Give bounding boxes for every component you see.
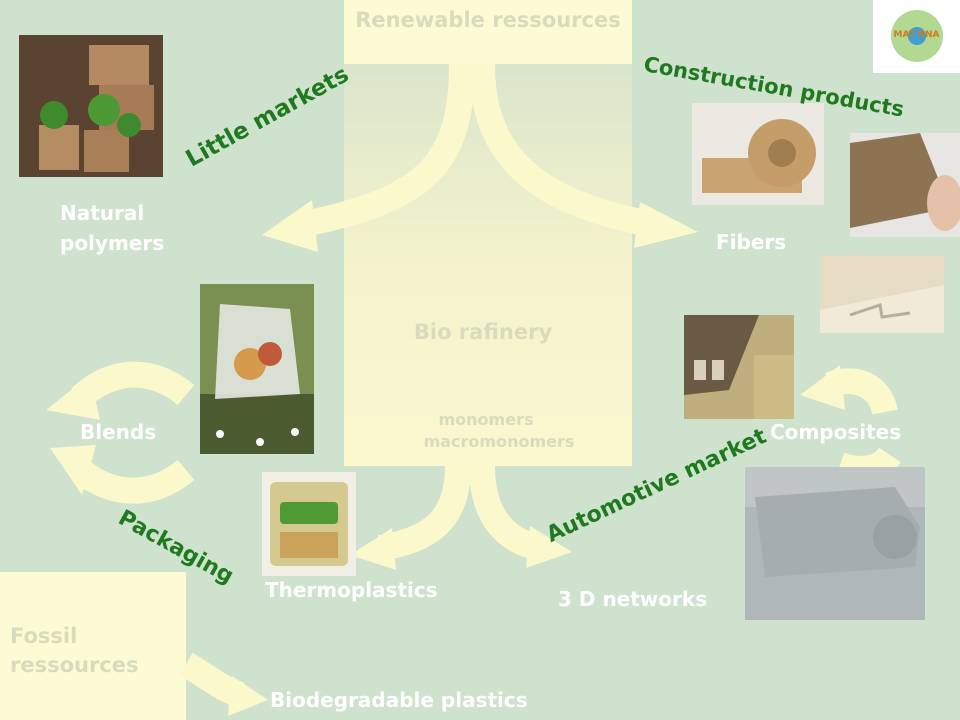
flower-logo-icon: MAT RNA xyxy=(873,0,960,73)
composites-label: Composites xyxy=(770,420,902,444)
arrowhead-composites-upper xyxy=(800,365,845,410)
arrowhead-3d-networks xyxy=(526,526,572,568)
renewable-box xyxy=(344,0,632,64)
natural-polymers-label: Natural polymers xyxy=(60,198,190,258)
compost-bag-photo xyxy=(200,284,314,454)
arrow-to-natural-polymers xyxy=(297,63,475,238)
arrowhead-thermoplastics xyxy=(350,528,396,570)
car-door-panel-photo xyxy=(745,467,925,620)
arrow-blends-lower xyxy=(71,459,195,504)
flowerpots-photo xyxy=(19,35,163,177)
panel-photo xyxy=(820,255,944,333)
monomers-label: monomers xyxy=(438,410,534,429)
natural-polymers-text: Natural polymers xyxy=(60,201,165,255)
arrow-to-thermoplastics xyxy=(377,465,471,561)
arrowhead-biodegradable xyxy=(228,676,268,716)
blends-label: Blends xyxy=(80,420,157,444)
decking-photo xyxy=(684,315,794,419)
renewable-text: Renewable ressources xyxy=(355,8,621,32)
arrow-to-fibers xyxy=(469,63,643,235)
fiberboard-photo xyxy=(850,133,960,237)
biorefinery-label: Bio rafinery xyxy=(413,320,553,344)
fossil-label: Fossil ressources xyxy=(10,622,180,680)
renewable-label: Renewable ressources xyxy=(344,6,632,34)
fossil-box xyxy=(0,572,186,720)
insulation-roll-photo xyxy=(692,103,824,205)
macromonomers-label: macromonomers xyxy=(423,432,575,451)
food-pack-photo xyxy=(262,472,356,576)
fibers-label: Fibers xyxy=(716,230,787,254)
thermoplastics-label: Thermoplastics xyxy=(265,578,438,602)
3d-networks-label: 3 D networks xyxy=(558,587,708,611)
fossil-text: Fossil ressources xyxy=(10,624,139,677)
arrowhead-natural-polymers xyxy=(262,200,318,252)
arrow-blends-upper xyxy=(71,361,195,408)
biodegradable-label: Biodegradable plastics xyxy=(270,688,528,712)
arrowhead-blends-lower xyxy=(50,445,96,495)
arrowhead-blends-upper xyxy=(46,375,100,420)
logo-text: MAT RNA xyxy=(893,30,940,40)
arrowhead-fibers xyxy=(634,202,698,248)
arrow-to-3d-networks xyxy=(469,465,544,561)
